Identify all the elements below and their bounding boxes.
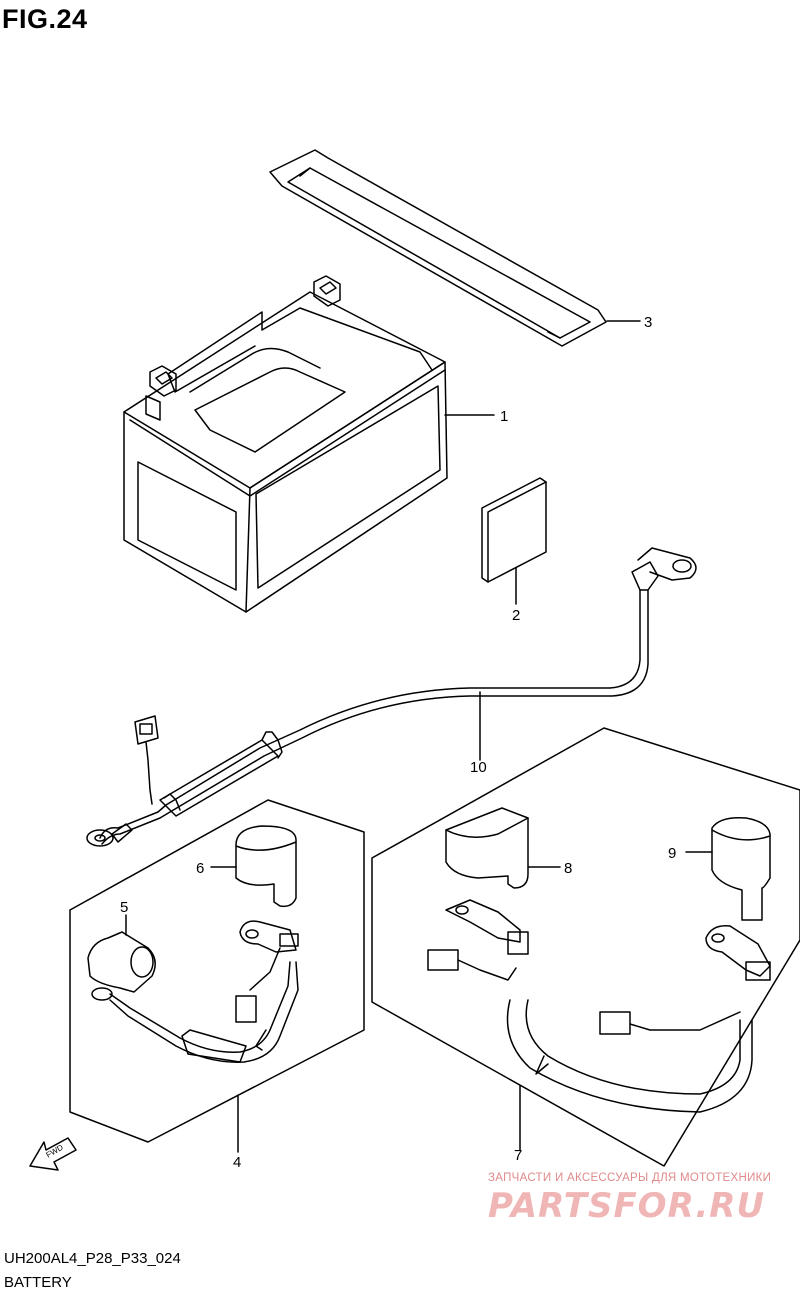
callout-5: 5 bbox=[120, 899, 128, 916]
battery-strap bbox=[269, 149, 641, 347]
battery bbox=[123, 275, 495, 613]
callout-3: 3 bbox=[644, 314, 652, 331]
cable-kit-right-box bbox=[371, 727, 800, 1167]
figure-title: FIG.24 bbox=[2, 4, 88, 34]
watermark-tagline: ЗАПЧАСТИ И АКСЕССУАРЫ ДЛЯ МОТОТЕХНИКИ bbox=[488, 1172, 772, 1184]
callout-1: 1 bbox=[500, 408, 508, 425]
callout-9: 9 bbox=[668, 845, 676, 862]
callout-6: 6 bbox=[196, 860, 204, 877]
forward-arrow-icon bbox=[29, 1137, 77, 1171]
battery-label-card bbox=[481, 477, 547, 605]
callout-8: 8 bbox=[564, 860, 572, 877]
callout-7: 7 bbox=[514, 1147, 522, 1164]
callout-10: 10 bbox=[470, 759, 487, 776]
callout-2: 2 bbox=[512, 607, 520, 624]
main-cable bbox=[86, 547, 697, 847]
callout-4: 4 bbox=[233, 1154, 241, 1171]
cable-kit-left-box bbox=[69, 799, 365, 1153]
figure-caption: BATTERY bbox=[4, 1274, 72, 1291]
watermark-logo: PARTSFOR.RU bbox=[488, 1186, 766, 1226]
figure-code: UH200AL4_P28_P33_024 bbox=[4, 1250, 181, 1267]
